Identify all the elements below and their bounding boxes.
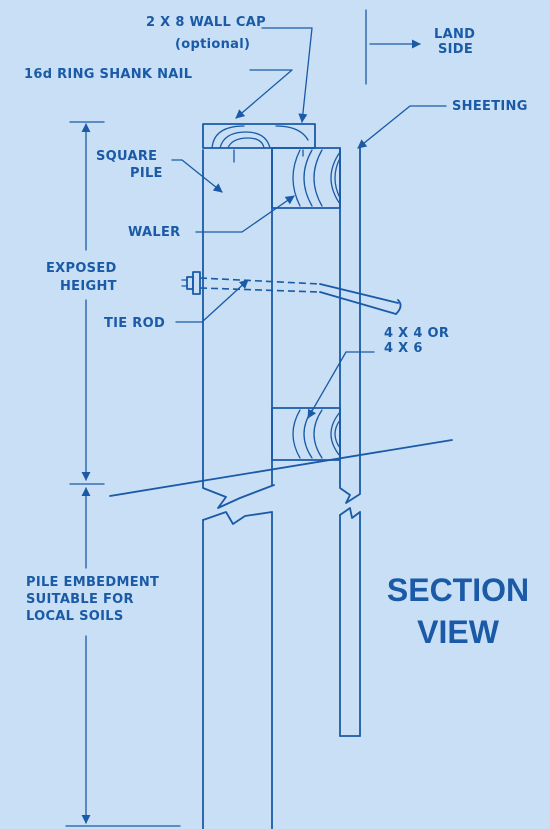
embedment-label-2: SUITABLE FOR [26, 592, 134, 607]
exposed-label: EXPOSED [46, 261, 117, 276]
tie-rod [181, 271, 402, 315]
embedment-label-1: PILE EMBEDMENT [26, 575, 159, 590]
pile-label: PILE [130, 166, 163, 181]
square-label: SQUARE [96, 149, 157, 164]
sheeting-board [339, 147, 361, 737]
sheeting-label: SHEETING [452, 99, 528, 114]
wall-cap [202, 123, 316, 163]
tie-rod-label: TIE ROD [104, 316, 165, 331]
ground-line [109, 439, 453, 497]
wall-cap-label: 2 X 8 WALL CAP [146, 15, 266, 30]
upper-waler [271, 147, 341, 209]
land-side-marker [365, 9, 421, 85]
dimension-line [65, 121, 181, 827]
view-title: VIEW [417, 614, 500, 650]
embedment-label-3: LOCAL SOILS [26, 609, 123, 624]
wall-cap-optional-label: (optional) [175, 37, 250, 52]
lower-waler [271, 407, 341, 461]
leader-lines [171, 27, 447, 419]
ring-shank-nail-label: 16d RING SHANK NAIL [24, 67, 192, 82]
lumber-size-label-1: 4 X 4 OR [384, 326, 449, 341]
waler-label: WALER [128, 225, 181, 240]
section-title: SECTION [387, 572, 529, 608]
lumber-size-label-2: 4 X 6 [384, 341, 423, 356]
land-label: LAND [434, 27, 475, 42]
square-pile [202, 149, 275, 829]
side-label: SIDE [438, 42, 473, 57]
height-label: HEIGHT [60, 279, 117, 294]
